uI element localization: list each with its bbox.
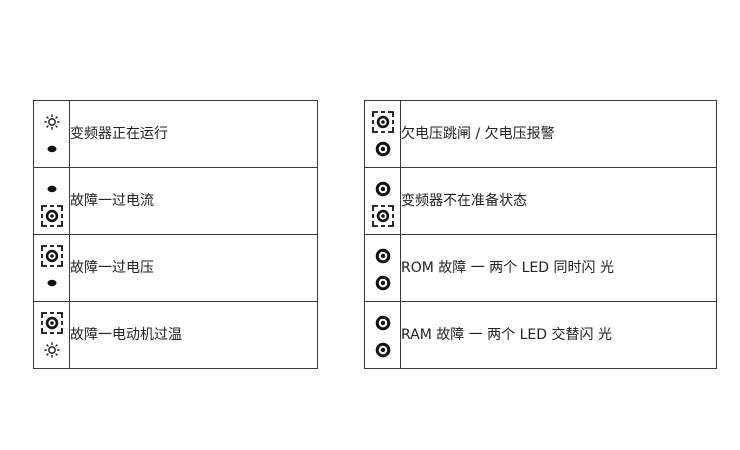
led-icon-cell — [364, 234, 401, 302]
table-row: 故障一过电压 — [33, 234, 318, 302]
table-row: 故障一过电流 — [33, 167, 318, 235]
led-flashing-fast-icon — [40, 312, 63, 334]
led-status-table-right: 欠电压跳闸 / 欠电压报警 变频器不在准备状态 ROM 故障 一 两个 LED … — [364, 100, 717, 369]
led-on-icon — [372, 178, 394, 200]
table-row: 欠电压跳闸 / 欠电压报警 — [364, 100, 717, 168]
led-on-icon — [372, 339, 394, 361]
status-description: 变频器正在运行 — [69, 100, 318, 168]
led-flashing-fast-icon — [371, 205, 394, 227]
led-off-icon — [41, 272, 63, 294]
led-icon-cell — [33, 234, 70, 302]
table-row: 变频器正在运行 — [33, 100, 318, 168]
led-icon-cell — [364, 100, 401, 168]
table-row: 故障一电动机过温 — [33, 301, 318, 369]
status-description: 故障一过电压 — [69, 234, 318, 302]
status-description: 故障一电动机过温 — [69, 301, 318, 369]
led-icon-cell — [364, 301, 401, 369]
status-description: 变频器不在准备状态 — [400, 167, 717, 235]
led-icon-cell — [33, 167, 70, 235]
led-on-icon — [372, 138, 394, 160]
led-flashing-icon — [41, 111, 63, 133]
led-off-icon — [41, 138, 63, 160]
led-on-icon — [372, 312, 394, 334]
status-description: 欠电压跳闸 / 欠电压报警 — [400, 100, 717, 168]
table-row: 变频器不在准备状态 — [364, 167, 717, 235]
led-flashing-fast-icon — [371, 111, 394, 133]
led-flashing-fast-icon — [40, 245, 63, 267]
led-flashing-icon — [41, 339, 63, 361]
led-icon-cell — [33, 301, 70, 369]
led-on-icon — [372, 245, 394, 267]
led-on-icon — [372, 272, 394, 294]
table-row: ROM 故障 一 两个 LED 同时闪 光 — [364, 234, 717, 302]
table-body: 欠电压跳闸 / 欠电压报警 变频器不在准备状态 ROM 故障 一 两个 LED … — [364, 100, 717, 369]
led-status-table-left: 变频器正在运行 故障一过电流 故障一过电压 故障一电动机过温 — [33, 100, 318, 369]
status-description: 故障一过电流 — [69, 167, 318, 235]
led-flashing-fast-icon — [40, 205, 63, 227]
status-description: RAM 故障 一 两个 LED 交替闪 光 — [400, 301, 717, 369]
table-row: RAM 故障 一 两个 LED 交替闪 光 — [364, 301, 717, 369]
led-icon-cell — [364, 167, 401, 235]
led-off-icon — [41, 178, 63, 200]
status-description: ROM 故障 一 两个 LED 同时闪 光 — [400, 234, 717, 302]
led-icon-cell — [33, 100, 70, 168]
table-body: 变频器正在运行 故障一过电流 故障一过电压 故障一电动机过温 — [33, 100, 318, 369]
